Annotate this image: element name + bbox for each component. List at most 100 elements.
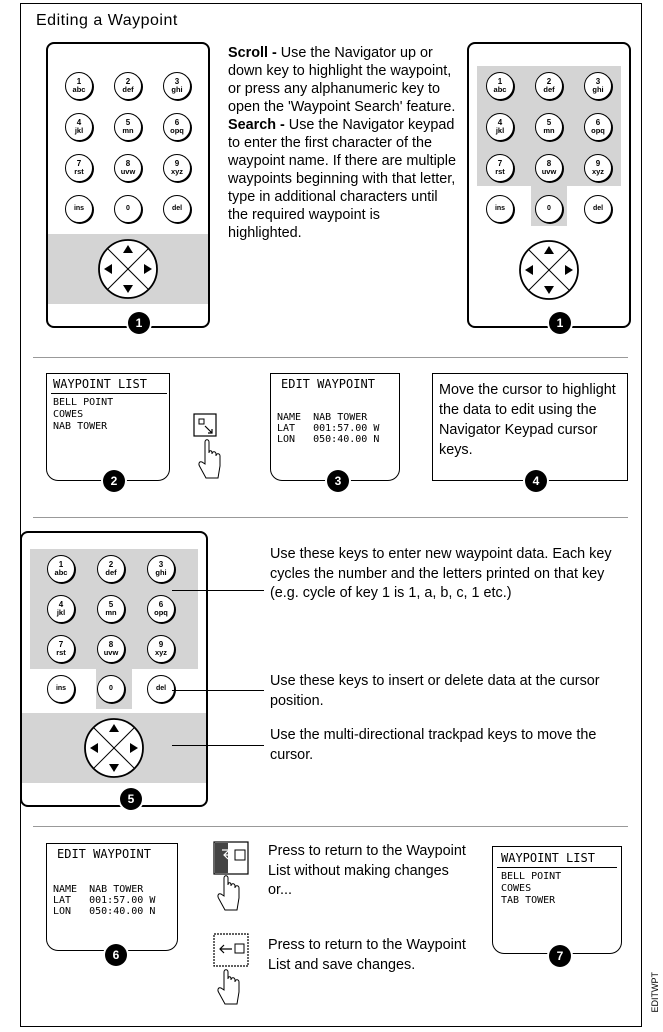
data-row: LAT 001:57.00 W	[277, 423, 380, 434]
key-number: 1	[497, 77, 503, 86]
key-number: 1	[76, 77, 82, 86]
key-letters: xyz	[591, 167, 605, 176]
del-key[interactable]: del	[584, 195, 612, 223]
del-key[interactable]: del	[163, 195, 191, 223]
arrow-right-icon[interactable]	[565, 265, 573, 275]
arrow-down-icon[interactable]	[544, 286, 554, 294]
ins-label: ins	[494, 205, 506, 212]
divider	[33, 517, 628, 518]
key-number: 7	[58, 640, 64, 649]
callout-line	[172, 745, 264, 746]
arrow-left-icon[interactable]	[525, 265, 533, 275]
arrow-down-icon[interactable]	[109, 764, 119, 772]
key-letters: rst	[495, 167, 505, 176]
arrow-up-icon[interactable]	[123, 245, 133, 253]
del-label: del	[155, 685, 167, 692]
zero-key[interactable]: 0	[535, 195, 563, 223]
screen-underline	[497, 867, 617, 868]
key-number: 7	[76, 159, 82, 168]
key-number: 9	[158, 640, 164, 649]
zero-label: 0	[126, 205, 130, 212]
arrow-left-icon[interactable]	[90, 743, 98, 753]
trackpad[interactable]	[82, 716, 146, 780]
key-letters: abc	[493, 85, 507, 94]
search-heading: Search -	[228, 117, 285, 133]
arrow-left-icon[interactable]	[104, 264, 112, 274]
arrow-up-icon[interactable]	[544, 246, 554, 254]
ins-key[interactable]: ins	[65, 195, 93, 223]
waypoint-list-screen: WAYPOINT LIST BELL POINT COWES NAB TOWER	[46, 373, 170, 481]
step-badge: 1	[549, 312, 571, 334]
key-letters: mn	[105, 608, 117, 617]
figure-code: EDITWPT	[650, 971, 660, 1013]
key-number: 2	[108, 560, 114, 569]
arrow-right-icon[interactable]	[130, 743, 138, 753]
step-badge: 3	[327, 470, 349, 492]
key-letters: def	[543, 85, 555, 94]
ins-label: ins	[55, 685, 67, 692]
arrow-down-icon[interactable]	[123, 285, 133, 293]
key-letters: jkl	[56, 608, 66, 617]
arrow-up-icon[interactable]	[109, 724, 119, 732]
key-number: 6	[595, 118, 601, 127]
scroll-text: Use the Navigator up or down key to high…	[228, 45, 456, 115]
data-row: LON 050:40.00 N	[277, 434, 380, 445]
key-number: 7	[497, 159, 503, 168]
key-number: 6	[158, 600, 164, 609]
key-number: 4	[76, 118, 82, 127]
zero-key[interactable]: 0	[97, 675, 125, 703]
trackpad[interactable]	[517, 238, 581, 302]
list-item: TAB TOWER	[501, 895, 556, 906]
del-label: del	[592, 205, 604, 212]
key-number: 8	[125, 159, 131, 168]
ins-label: ins	[73, 205, 85, 212]
key-letters: mn	[543, 126, 555, 135]
trackpad[interactable]	[96, 237, 160, 301]
callout-line	[172, 690, 264, 691]
key-letters: def	[122, 85, 134, 94]
key-number: 5	[108, 600, 114, 609]
enter-key-icon	[192, 412, 226, 484]
key-number: 8	[108, 640, 114, 649]
ins-key[interactable]: ins	[486, 195, 514, 223]
key-number: 1	[58, 560, 64, 569]
zero-key[interactable]: 0	[114, 195, 142, 223]
key-number: 3	[174, 77, 180, 86]
key-letters: rst	[56, 648, 66, 657]
arrow-right-icon[interactable]	[144, 264, 152, 274]
key-letters: ghi	[155, 568, 167, 577]
ins-key[interactable]: ins	[47, 675, 75, 703]
del-key[interactable]: del	[147, 675, 175, 703]
search-text: Use the Navigator keypad to enter the fi…	[228, 117, 456, 241]
